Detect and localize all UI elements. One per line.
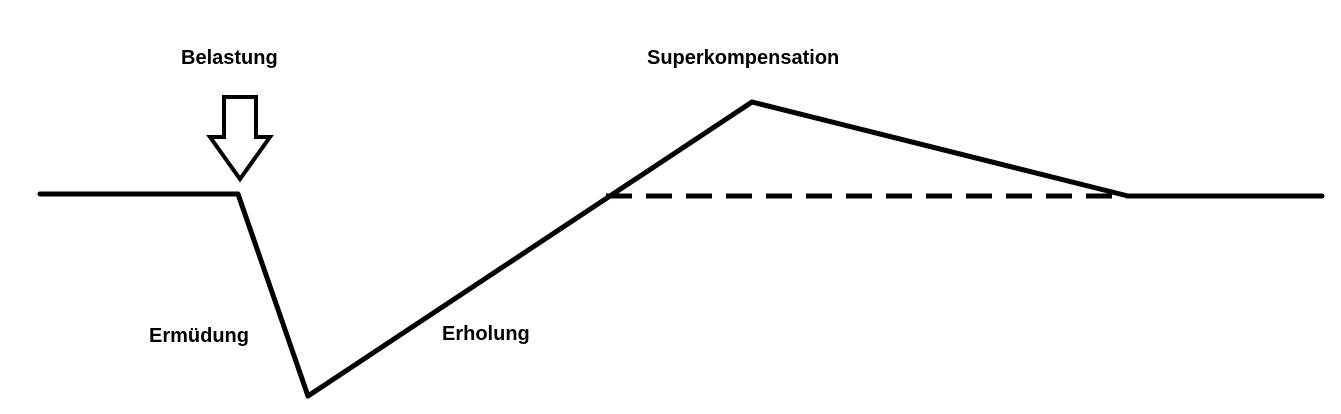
label-load: Belastung — [181, 47, 278, 69]
label-supercompensation: Superkompensation — [647, 47, 839, 69]
fatigue-curve — [235, 191, 311, 399]
recovery-curve — [305, 99, 755, 399]
label-fatigue: Ermüdung — [149, 325, 249, 347]
label-recovery: Erholung — [442, 323, 530, 345]
supercompensation-decline — [749, 99, 1131, 199]
down-arrow-icon — [206, 95, 274, 183]
